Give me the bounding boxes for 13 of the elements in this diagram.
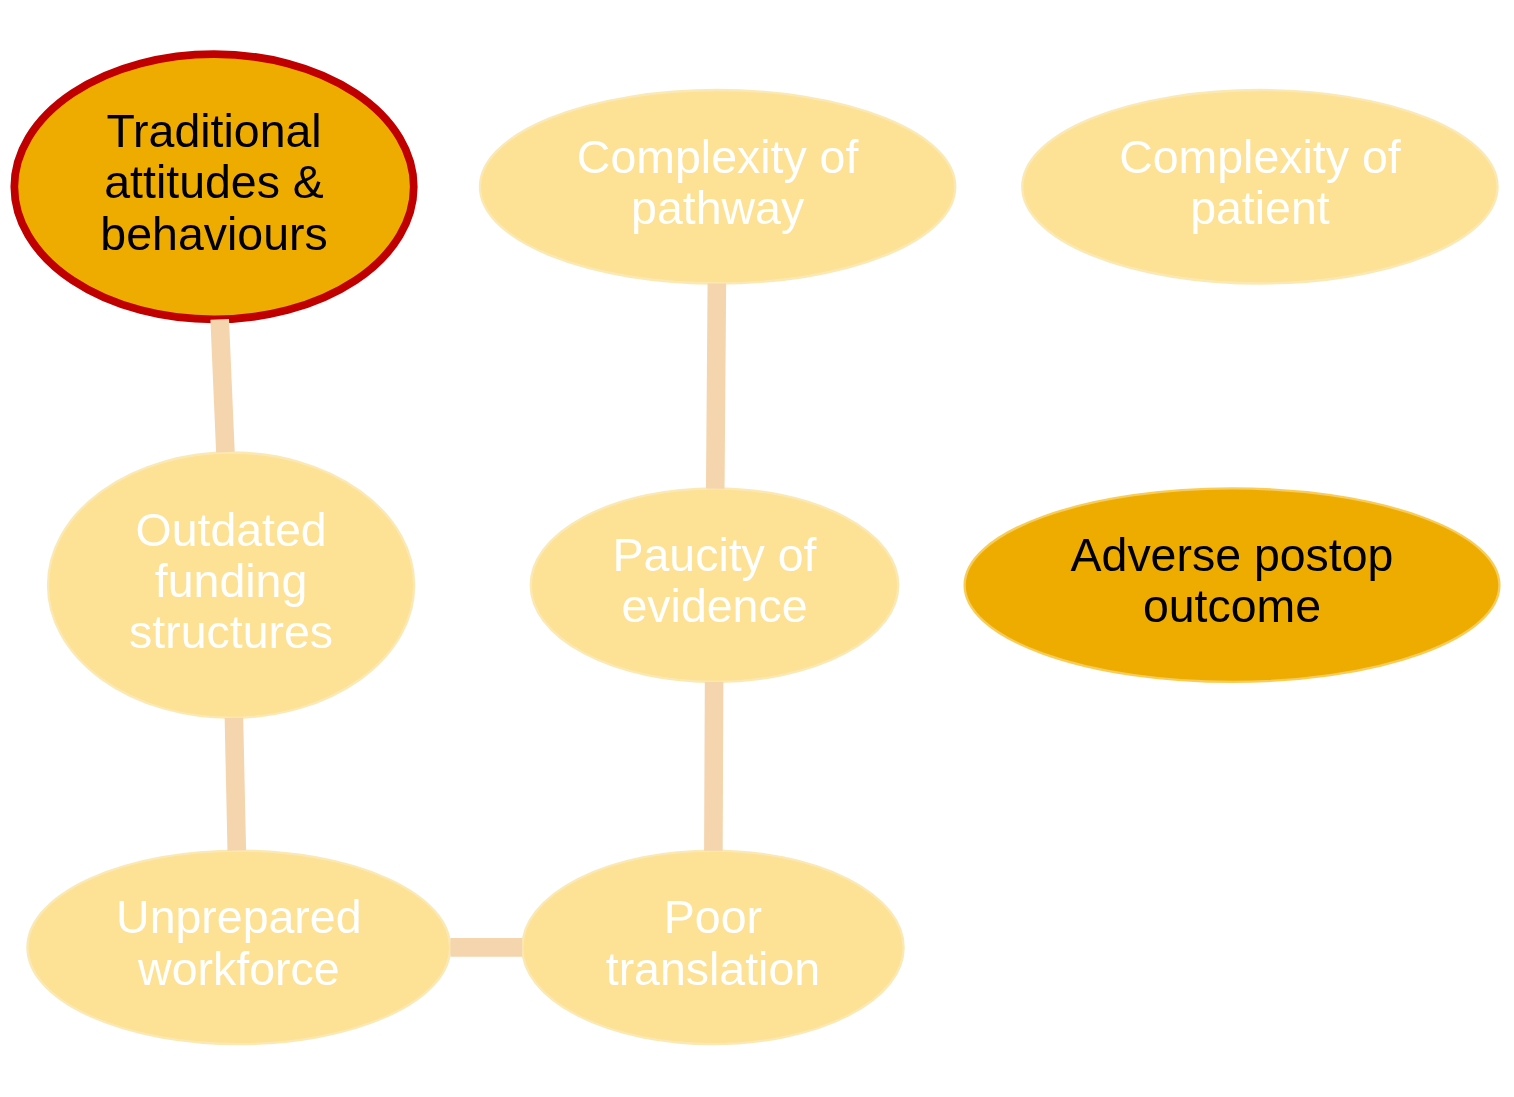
connector — [224, 717, 247, 851]
node-ellipse: Complexity of patient — [1021, 88, 1499, 285]
node-ellipse: Unprepared workforce — [26, 848, 452, 1045]
node-ellipse: Paucity of evidence — [529, 486, 900, 683]
node-ellipse: Traditional attitudes & behaviours — [10, 49, 418, 323]
node-ellipse: Poor translation — [521, 848, 905, 1045]
connector — [705, 282, 727, 489]
node-ellipse: Adverse postop outcome — [963, 486, 1501, 683]
connector — [210, 318, 235, 453]
node-ellipse: Complexity of pathway — [478, 88, 957, 285]
connector — [704, 681, 724, 851]
node-ellipse: Outdated funding structures — [46, 450, 416, 719]
connector — [450, 937, 523, 957]
